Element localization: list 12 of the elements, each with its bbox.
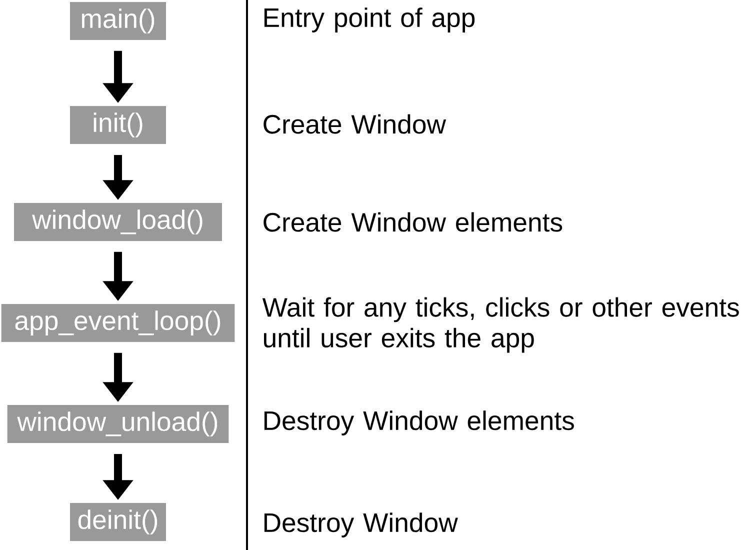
function-box: init() [70, 106, 166, 144]
description-text: Destroy Window [264, 512, 458, 538]
description-text: Entry point of app [264, 8, 475, 32]
function-box: main() [70, 2, 166, 40]
function-box: deinit() [70, 503, 166, 541]
description-text: Wait for any ticks, clicks or other events until user exits the app [262, 297, 739, 353]
function-box: app_event_loop() [1, 304, 235, 342]
description-text: Create Window elements [264, 212, 562, 232]
function-box: window_load() [14, 203, 222, 241]
description-text: Destroy Window elements [264, 410, 574, 436]
function-box: window_unload() [7, 405, 229, 443]
description-text: Create Window [264, 114, 446, 134]
